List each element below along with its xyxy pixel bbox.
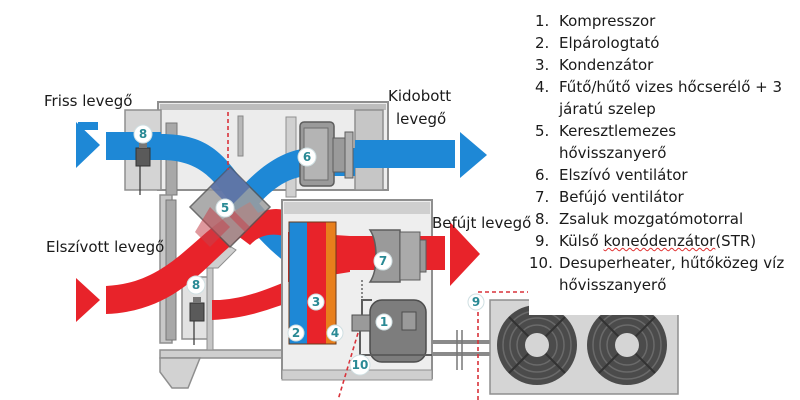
- legend-number: 10.: [529, 254, 553, 272]
- svg-text:1: 1: [380, 315, 388, 329]
- legend-label-line2: hővisszanyerő: [559, 144, 667, 162]
- legend-label: Zsaluk mozgatómotorral: [559, 210, 744, 228]
- badge-1: 1: [375, 313, 393, 331]
- legend-number: 5.: [535, 122, 550, 140]
- legend-label: Elszívó ventilátor: [559, 166, 688, 184]
- legend-panel: 1. Kompresszor 2. Elpárologtató 3. Kondenzá…: [529, 10, 800, 315]
- svg-text:10: 10: [352, 358, 369, 372]
- legend-number: 9.: [535, 232, 550, 250]
- legend-label-line2: járatú szelep: [559, 100, 656, 118]
- svg-text:8: 8: [192, 278, 200, 292]
- fresh-air-damper-actuator: [135, 142, 151, 195]
- badge-8-fresh: 8: [133, 124, 153, 144]
- legend-item-10: 10. Desuperheater, hűtőközeg víz hővisszan…: [529, 252, 800, 296]
- badge-5: 5: [215, 198, 235, 218]
- legend-item-6: 6. Elszívó ventilátor: [529, 164, 800, 186]
- legend-number: 7.: [535, 188, 550, 206]
- svg-text:2: 2: [292, 326, 300, 340]
- exhaust-air-label-line2: levegő: [396, 110, 447, 128]
- legend-item-7: 7. Befújó ventilátor: [529, 186, 800, 208]
- badge-6: 6: [297, 147, 317, 167]
- svg-text:8: 8: [139, 127, 147, 141]
- svg-text:4: 4: [331, 326, 339, 340]
- condenser-coil: [307, 222, 326, 344]
- supply-air-outlet-arrow: [450, 222, 480, 286]
- badge-4: 4: [326, 324, 344, 342]
- exhaust-fan: [299, 121, 354, 187]
- fresh-air-inlet-arrow: [76, 122, 100, 168]
- svg-text:6: 6: [303, 150, 311, 164]
- legend-label-misspelled: koneódenzátor: [603, 232, 716, 250]
- legend-item-8: 8. Zsaluk mozgatómotorral: [529, 208, 800, 230]
- external-condenser: [477, 291, 679, 400]
- legend-list: 1. Kompresszor 2. Elpárologtató 3. Kondenzá…: [529, 10, 800, 296]
- extract-air-label: Elszívott levegő: [46, 238, 165, 256]
- refrigerant-pipes: [432, 330, 496, 370]
- legend-label-pre: Külső: [559, 232, 604, 250]
- legend-item-4: 4. Fűtő/hűtő vizes hőcserélő + 3 járatú sz…: [529, 76, 800, 120]
- svg-text:5: 5: [221, 201, 229, 215]
- evaporator-coil: [289, 222, 307, 344]
- legend-item-1: 1. Kompresszor: [529, 10, 800, 32]
- condenser-fan-right: [587, 305, 667, 385]
- badge-9: 9: [467, 293, 485, 311]
- legend-item-9: 9. Külső koneódenzátor(STR): [529, 230, 800, 252]
- water-coil: [326, 222, 336, 344]
- supply-air-label: Befújt levegő: [432, 214, 532, 232]
- badge-3: 3: [307, 293, 325, 311]
- exhaust-air-label-line1: Kidobott: [388, 87, 452, 105]
- svg-text:7: 7: [379, 254, 387, 268]
- legend-item-3: 3. Kondenzátor: [529, 54, 800, 76]
- legend-label: Kondenzátor: [559, 56, 654, 74]
- legend-number: 3.: [535, 56, 550, 74]
- extract-air-damper-actuator: [189, 297, 205, 345]
- fresh-air-label: Friss levegő: [44, 92, 133, 110]
- marker-line-10: [337, 332, 359, 400]
- desuperheater: [351, 314, 371, 332]
- legend-label: Kompresszor: [559, 12, 656, 30]
- legend-label-post: (STR): [715, 232, 757, 250]
- badge-8-extract: 8: [186, 275, 206, 295]
- legend-label-line1: Desuperheater, hűtőközeg víz: [559, 254, 785, 272]
- legend-number: 8.: [535, 210, 550, 228]
- legend-number: 4.: [535, 78, 550, 96]
- legend-label-line1: Fűtő/hűtő vizes hőcserélő + 3: [559, 78, 783, 96]
- exhaust-air-outlet-arrow: [460, 132, 487, 178]
- legend-number: 1.: [535, 12, 550, 30]
- legend-label-line2: hővisszanyerő: [559, 276, 667, 294]
- svg-text:9: 9: [472, 295, 480, 309]
- extract-air-inlet-arrow: [76, 278, 100, 322]
- legend-label: Befújó ventilátor: [559, 188, 684, 206]
- coil-stack: [288, 221, 337, 345]
- legend-label-line1: Keresztlemezes: [559, 122, 677, 140]
- legend-item-2: 2. Elpárologtató: [529, 32, 800, 54]
- condenser-fan-left: [497, 305, 577, 385]
- legend-number: 2.: [535, 34, 550, 52]
- legend-number: 6.: [535, 166, 550, 184]
- badge-10: 10: [349, 354, 371, 376]
- badge-7: 7: [373, 251, 393, 271]
- legend-item-5: 5. Keresztlemezes hővisszanyerő: [529, 120, 800, 164]
- svg-text:3: 3: [312, 295, 320, 309]
- badge-2: 2: [287, 324, 305, 342]
- legend-label: Elpárologtató: [559, 34, 660, 52]
